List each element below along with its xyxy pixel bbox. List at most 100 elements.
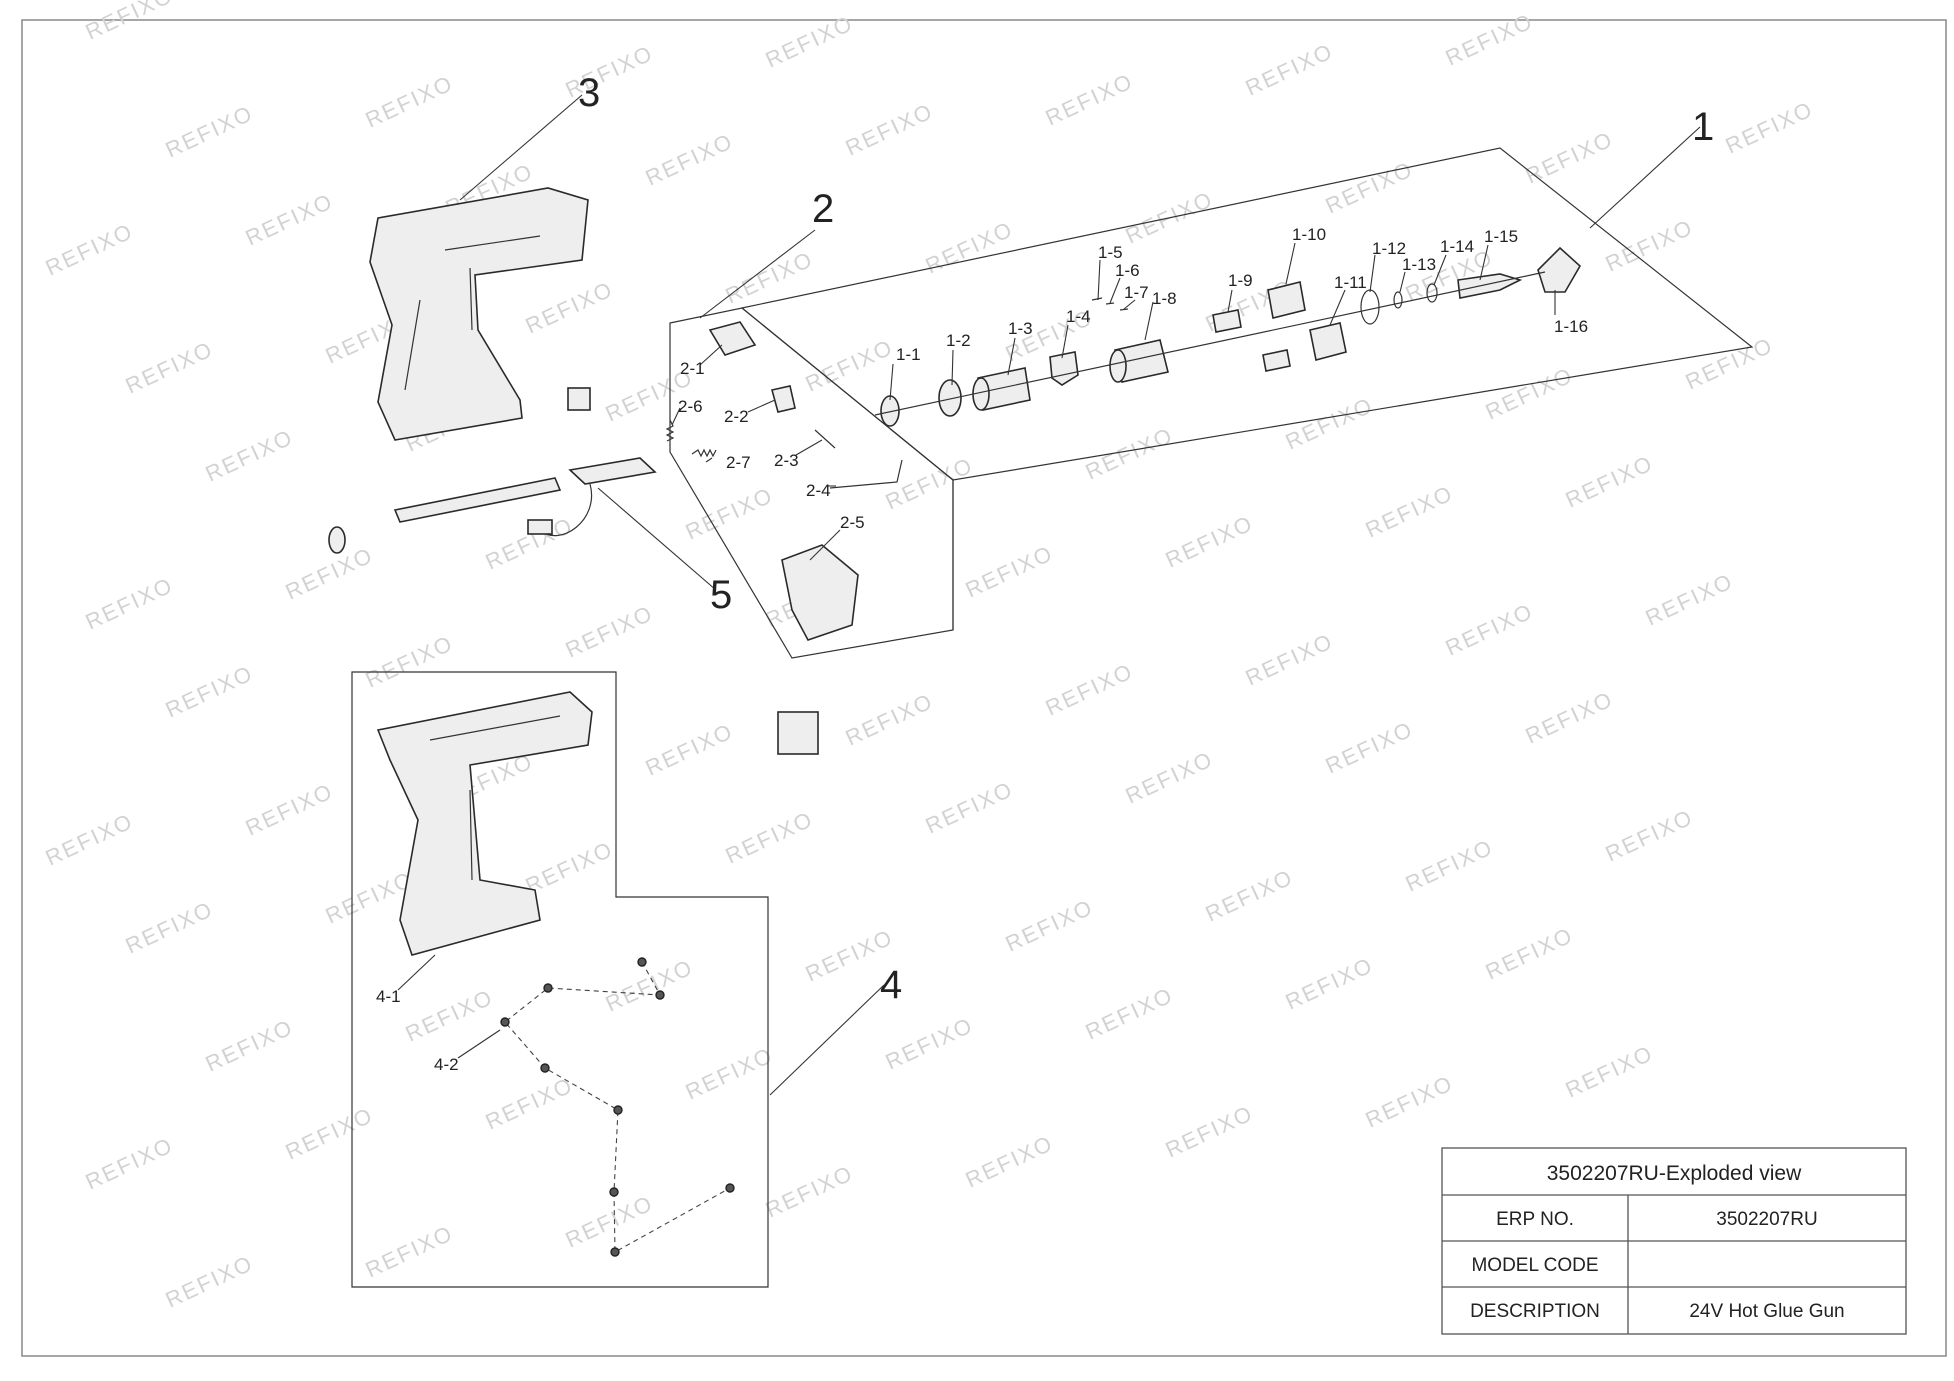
part-1-12-shape bbox=[1360, 289, 1380, 325]
watermark-text: REFIXO bbox=[42, 218, 138, 280]
watermark-text: REFIXO bbox=[282, 542, 378, 604]
watermark-text: REFIXO bbox=[162, 100, 258, 162]
title-block: 3502207RU-Exploded view ERP NO. 3502207R… bbox=[1441, 1147, 1907, 1335]
assembly-1-frame bbox=[740, 147, 1754, 630]
watermark-text: REFIXO bbox=[802, 334, 898, 396]
watermark-text: REFIXO bbox=[162, 660, 258, 722]
bushing-shape bbox=[567, 387, 591, 411]
part-label-1-9: 1-9 bbox=[1228, 271, 1253, 290]
part-1-2-shape bbox=[938, 379, 962, 417]
watermark-text: REFIXO bbox=[1162, 1100, 1258, 1162]
watermark-text: REFIXO bbox=[362, 1220, 458, 1282]
part-1-16-shape bbox=[1537, 246, 1582, 293]
part-label-2-6: 2-6 bbox=[678, 397, 703, 416]
part-label-1-7: 1-7 bbox=[1124, 283, 1149, 302]
title-block-model-key: MODEL CODE bbox=[1471, 1255, 1598, 1276]
watermark-text: REFIXO bbox=[602, 954, 698, 1016]
watermark-text: REFIXO bbox=[402, 984, 498, 1046]
part-1-5-shape bbox=[1091, 297, 1103, 301]
watermark-text: REFIXO bbox=[642, 718, 738, 780]
screw-set-4-2 bbox=[500, 957, 735, 1257]
watermark-text: REFIXO bbox=[922, 216, 1018, 278]
part-label-1-11: 1-11 bbox=[1334, 273, 1367, 292]
watermark-text: REFIXO bbox=[162, 1250, 258, 1312]
watermark-text: REFIXO bbox=[1562, 450, 1658, 512]
watermark-text: REFIXO bbox=[1562, 1040, 1658, 1102]
part-label-2-2: 2-2 bbox=[724, 407, 749, 426]
housing-half-shape bbox=[369, 187, 589, 441]
watermark-text: REFIXO bbox=[122, 896, 218, 958]
drawing-border bbox=[21, 19, 1947, 1357]
watermark-text: REFIXO bbox=[1242, 38, 1338, 100]
watermark-text: REFIXO bbox=[682, 1042, 778, 1104]
assembly-1-parts bbox=[874, 246, 1582, 427]
watermark-text: REFIXO bbox=[1322, 716, 1418, 778]
part-2-7-shape bbox=[691, 448, 717, 458]
part-callouts: 1-1 1-2 1-3 1-4 1-5 1-6 1-7 1-8 1-9 1-10… bbox=[376, 225, 1588, 1074]
part-1-4-shape bbox=[1049, 351, 1079, 386]
assembly-4-frame bbox=[351, 671, 769, 1288]
watermark-text: REFIXO bbox=[882, 452, 978, 514]
watermark-text: REFIXO bbox=[242, 188, 338, 250]
switch-shape bbox=[777, 711, 819, 755]
part-label-1-3: 1-3 bbox=[1008, 319, 1033, 338]
assembly-2-frame bbox=[669, 307, 954, 659]
part-label-1-12: 1-12 bbox=[1372, 239, 1406, 258]
part-label-1-6: 1-6 bbox=[1115, 261, 1140, 280]
watermark-text: REFIXO bbox=[1002, 894, 1098, 956]
title-block-description-key: DESCRIPTION bbox=[1470, 1301, 1600, 1322]
watermark-text: REFIXO bbox=[1522, 686, 1618, 748]
watermark-text: REFIXO bbox=[1202, 864, 1298, 926]
watermark-text: REFIXO bbox=[1242, 628, 1338, 690]
watermark-text: REFIXO bbox=[962, 540, 1058, 602]
part-label-1-14: 1-14 bbox=[1440, 237, 1474, 256]
title-block-title: 3502207RU-Exploded view bbox=[1547, 1162, 1802, 1185]
part-2-4-shape bbox=[829, 459, 903, 489]
watermark-text: REFIXO bbox=[522, 836, 618, 898]
assembly-2-parts bbox=[665, 321, 903, 641]
washer-shape bbox=[328, 526, 346, 554]
part-1-11-shape bbox=[1309, 322, 1347, 361]
watermark-text: REFIXO bbox=[1442, 598, 1538, 660]
group-label-2: 2 bbox=[812, 187, 834, 231]
part-2-2-shape bbox=[771, 385, 796, 413]
watermark-text: REFIXO bbox=[922, 776, 1018, 838]
group-label-5: 5 bbox=[710, 573, 732, 617]
watermark-text: REFIXO bbox=[82, 572, 178, 634]
assembly-4-parts bbox=[376, 691, 735, 1257]
part-1-13-shape bbox=[1393, 291, 1403, 309]
watermark-text: REFIXO bbox=[1042, 68, 1138, 130]
watermark-text: REFIXO bbox=[1522, 126, 1618, 188]
part-label-1-15: 1-15 bbox=[1484, 227, 1518, 246]
watermark-text: REFIXO bbox=[1122, 746, 1218, 808]
part-label-4-2: 4-2 bbox=[434, 1055, 459, 1074]
part-label-1-4: 1-4 bbox=[1066, 307, 1091, 326]
watermark-text: REFIXO bbox=[1642, 568, 1738, 630]
connector-shape bbox=[527, 519, 553, 535]
watermark-text: REFIXO bbox=[42, 808, 138, 870]
part-2-6-shape bbox=[665, 419, 675, 442]
part-1-14-shape bbox=[1426, 283, 1438, 303]
watermark-text: REFIXO bbox=[762, 1160, 858, 1222]
group-label-4: 4 bbox=[880, 963, 902, 1007]
watermark-text: REFIXO bbox=[202, 1014, 298, 1076]
part-1-6-shape bbox=[1105, 302, 1115, 305]
watermark-text: REFIXO bbox=[1362, 1070, 1458, 1132]
part-label-1-8: 1-8 bbox=[1152, 289, 1177, 308]
watermark-text: REFIXO bbox=[1042, 658, 1138, 720]
watermark-text: REFIXO bbox=[362, 70, 458, 132]
watermark-text: REFIXO bbox=[562, 40, 658, 102]
watermark-text: REFIXO bbox=[1602, 804, 1698, 866]
watermark-text: REFIXO bbox=[82, 1132, 178, 1194]
watermark-text: REFIXO bbox=[242, 778, 338, 840]
part-2-3-shape bbox=[814, 429, 836, 449]
part-label-1-1: 1-1 bbox=[896, 345, 921, 364]
watermark-text: REFIXO bbox=[482, 1072, 578, 1134]
part-label-2-4: 2-4 bbox=[806, 481, 831, 500]
assembly-5-pcb bbox=[328, 387, 819, 755]
watermark-layer: REFIXO REFIXO REFIXO REFIXO REFIXO REFIXO REFI… bbox=[42, 0, 1818, 1313]
part-label-1-16: 1-16 bbox=[1554, 317, 1588, 336]
watermark-text: REFIXO bbox=[1482, 362, 1578, 424]
watermark-text: REFIXO bbox=[522, 276, 618, 338]
pcb-shape bbox=[568, 457, 657, 485]
